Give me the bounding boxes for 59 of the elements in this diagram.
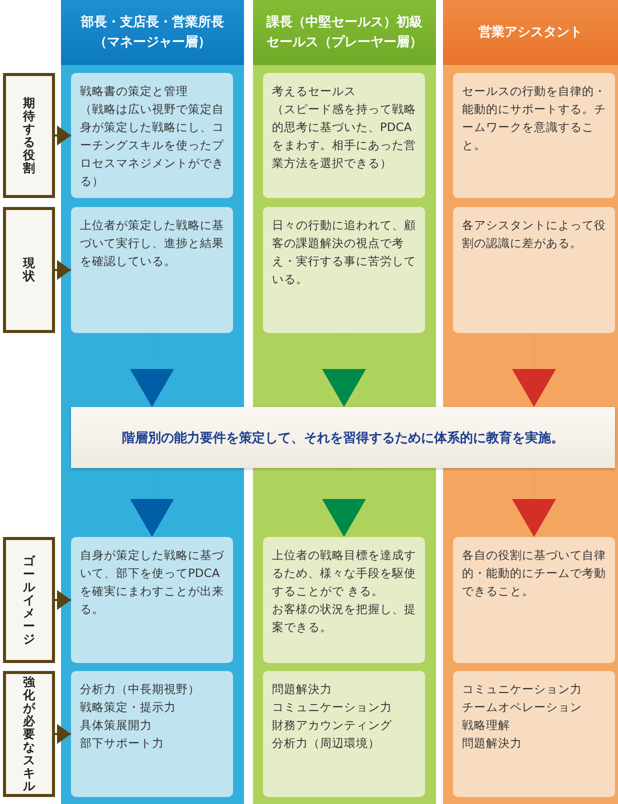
card-text: 戦略書の策定と管理 — [80, 83, 189, 100]
pointer-arrow — [55, 126, 71, 146]
row-header-text: 期待する役割 — [22, 96, 36, 174]
card-text: 上位者が策定した戦略に基づいて実行し、進捗と結果を確認している。 — [80, 217, 224, 270]
content-card — [263, 73, 425, 198]
down-arrow — [512, 468, 556, 538]
card-text: 戦略策定・提示力 — [80, 699, 177, 716]
content-card — [71, 671, 233, 797]
card-text: 具体策展開力 — [80, 717, 153, 734]
pointer-arrow — [55, 724, 71, 744]
row-header-text: ゴールイメージ — [22, 554, 36, 646]
card-text: 分析力（周辺環境） — [272, 735, 381, 752]
content-card — [71, 537, 233, 663]
row-header — [3, 671, 55, 797]
card-text: お客様の状況を把握し、提案できる。 — [272, 601, 416, 636]
content-card — [71, 207, 233, 333]
content-card — [263, 537, 425, 663]
card-text: 考えるセールス — [272, 83, 357, 100]
pointer-arrow — [55, 590, 71, 610]
card-text: 問題解決力 — [462, 735, 523, 752]
card-text: 部下サポート力 — [80, 735, 165, 752]
card-text: 日々の行動に追われて、顧客の課題解決の視点で考え・実行する事に苦労している。 — [272, 217, 416, 288]
content-card — [453, 207, 615, 333]
column-heading: 課長（中堅セールス）初級セールス（プレーヤー層） — [253, 0, 436, 65]
row-header — [3, 207, 55, 333]
card-text: 自身が策定した戦略に基づいて、部下を使ってPDCAを確実にまわすことが出来る。 — [80, 547, 224, 618]
card-text: 上位者の戦略目標を達成するため、様々な手段を駆使することがで きる。 — [272, 547, 416, 600]
card-text: チームオペレーション — [462, 699, 583, 716]
row-header-text: 現状 — [22, 257, 36, 283]
card-text: 問題解決力 — [272, 681, 333, 698]
card-text: セールスの行動を自律的・能動的にサポートする。チームワークを意識すること。 — [462, 83, 606, 154]
content-card — [263, 671, 425, 797]
content-card — [453, 671, 615, 797]
down-arrow — [322, 468, 366, 538]
content-card — [71, 73, 233, 198]
content-card — [453, 73, 615, 198]
down-arrow — [322, 332, 366, 408]
card-text: 分析力（中長期視野） — [80, 681, 201, 698]
down-arrow — [130, 332, 174, 408]
card-text: （戦略は広い視野で策定自身が策定した戦略にし、コーチングスキルを使ったプロセスマネジメントができる） — [80, 101, 224, 190]
row-header — [3, 73, 55, 198]
card-text: 各自の役割に基づいて自律的・能動的にチームで考動できること。 — [462, 547, 606, 600]
banner-text: 階層別の能力要件を策定して、それを習得するために体系的に教育を実施。 — [122, 430, 564, 446]
down-arrow — [512, 332, 556, 408]
card-text: コミュニケーション力 — [272, 699, 393, 716]
content-card — [453, 537, 615, 663]
row-header — [3, 537, 55, 663]
content-card — [263, 207, 425, 333]
down-arrow — [130, 468, 174, 538]
card-text: コミュニケーション力 — [462, 681, 583, 698]
card-text: 財務アカウンティング — [272, 717, 393, 734]
column-heading: 部長・支店長・営業所長（マネージャー層） — [61, 0, 244, 65]
card-text: （スピード感を持って戦略的思考に基づいた、PDCAをまわす。相手にあった営業方法を選択できる） — [272, 101, 416, 172]
banner — [71, 407, 615, 468]
row-header-text: 強化が必要なスキル — [22, 676, 36, 792]
column-heading: 営業アシスタント — [443, 0, 618, 65]
card-text: 戦略理解 — [462, 717, 511, 734]
card-text: 各アシスタントによって役割の認識に差がある。 — [462, 217, 606, 252]
pointer-arrow — [55, 260, 71, 280]
